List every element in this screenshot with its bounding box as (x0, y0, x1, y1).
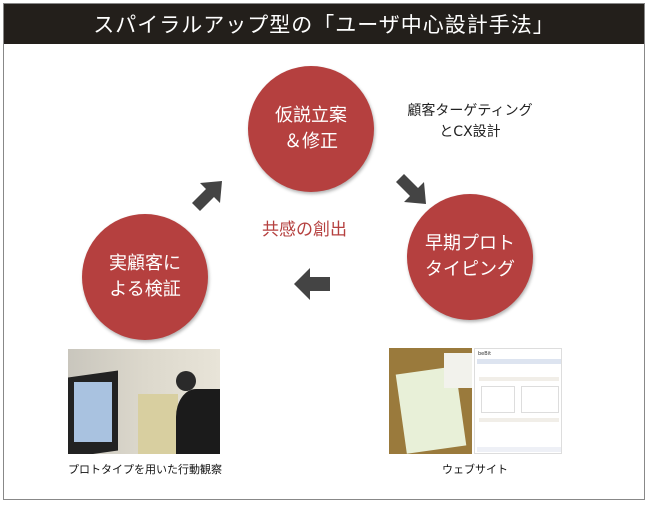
center-label: 共感の創出 (262, 220, 347, 240)
circle-hypothesis: 仮説立案 ＆修正 (248, 66, 374, 192)
site-logo: beBit (478, 351, 492, 357)
arrow-left-icon (294, 268, 330, 300)
arrow-down-right-icon (396, 174, 426, 204)
slide-frame (3, 3, 645, 500)
observation-photo (68, 349, 220, 454)
slide-title: スパイラルアップ型の「ユーザ中心設計手法」 (4, 4, 644, 44)
website-screenshot: beBit (474, 348, 562, 454)
circle-verification: 実顧客に よる検証 (82, 214, 208, 340)
paper-prototype-photo (389, 348, 472, 454)
top-note: 顧客ターゲティング とCX設計 (407, 103, 533, 140)
website-caption: ウェブサイト (442, 463, 508, 476)
observation-caption: プロトタイプを用いた行動観察 (68, 463, 222, 476)
arrow-up-right-icon (192, 181, 222, 211)
circle-prototyping: 早期プロト タイピング (407, 194, 533, 320)
